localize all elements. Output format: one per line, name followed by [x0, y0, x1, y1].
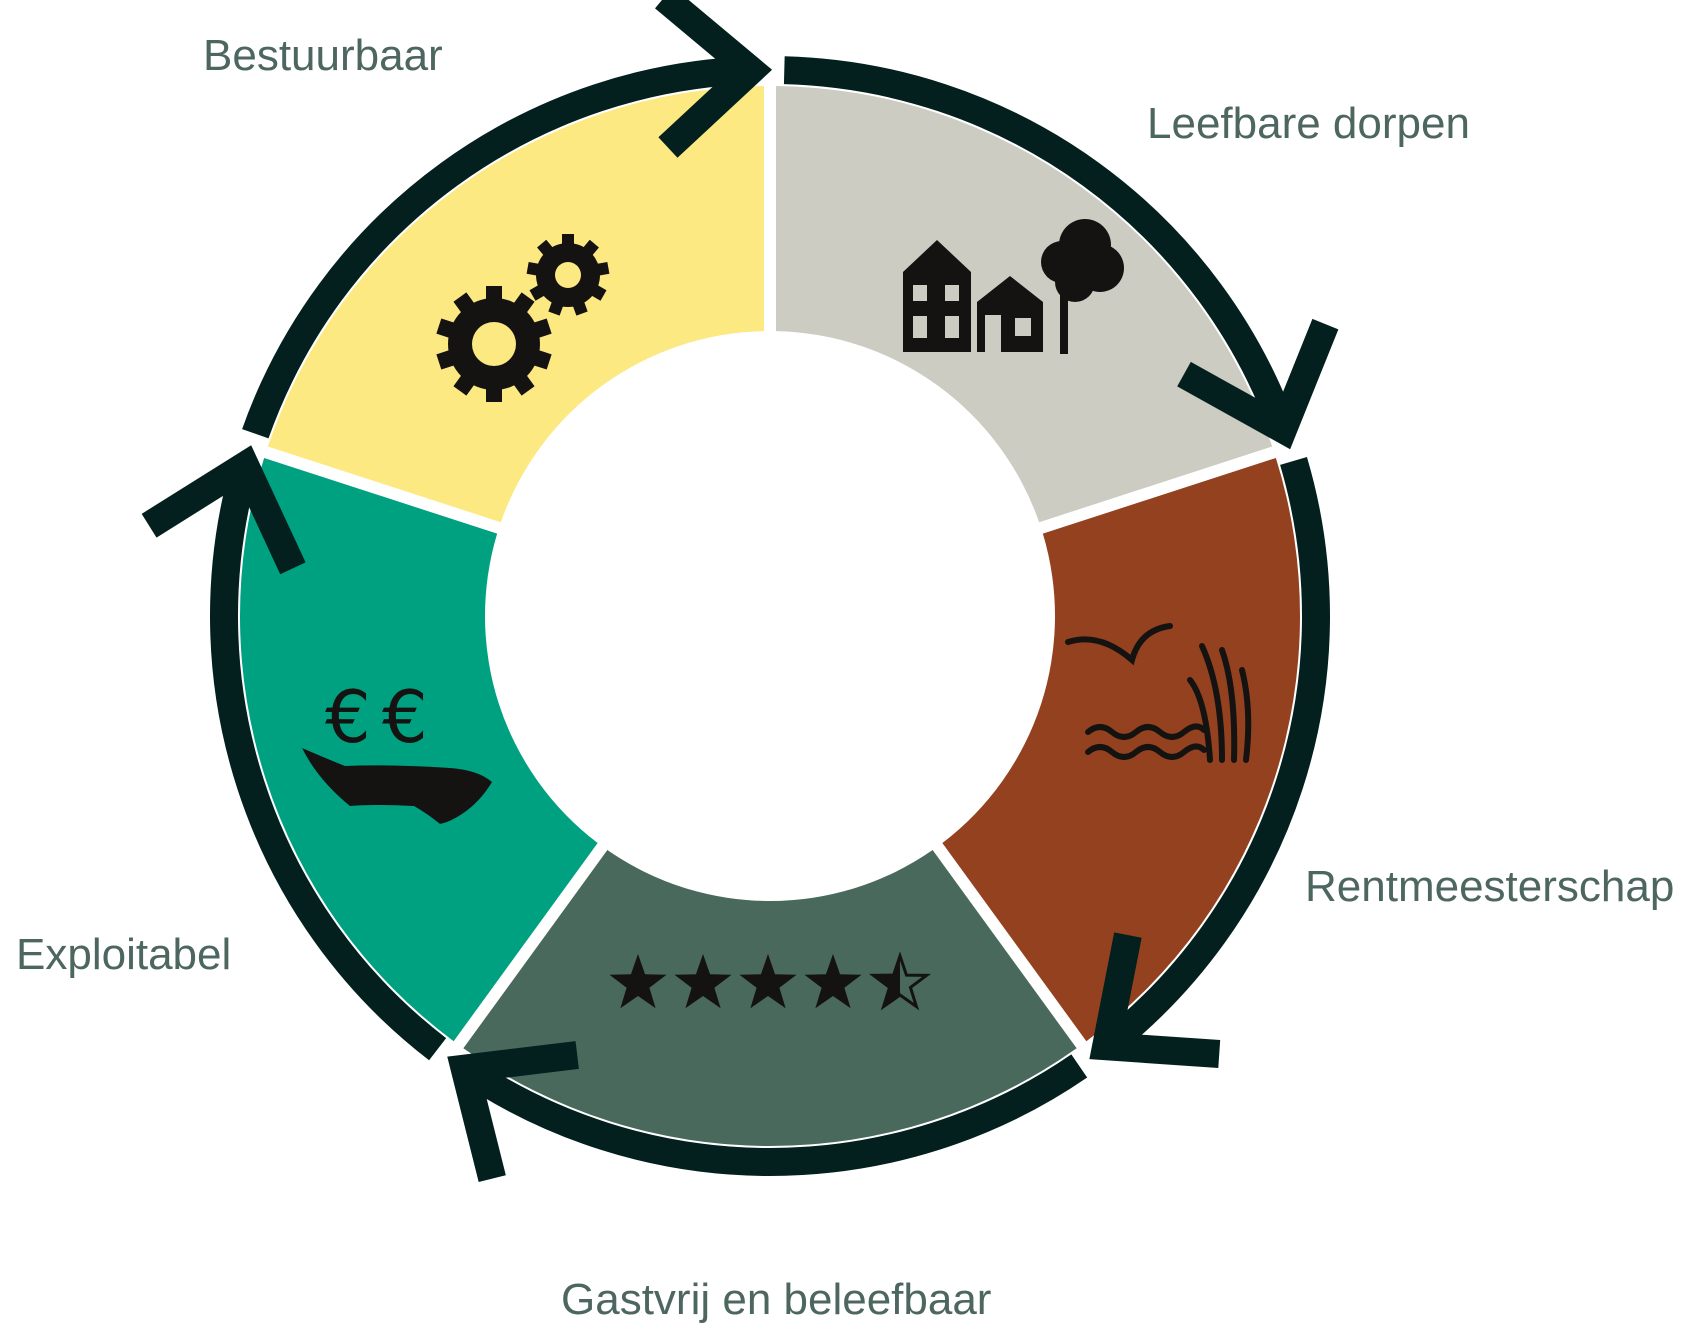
label-bestuurbaar: Bestuurbaar [203, 31, 443, 80]
segment-gastvrij [463, 850, 1077, 1147]
label-leefbare-dorpen: Leefbare dorpen [1147, 99, 1470, 148]
hand-with-euros-icon: € € [302, 675, 492, 824]
cycle-arrow-2 [1089, 456, 1330, 1068]
label-exploitabel: Exploitabel [16, 930, 232, 979]
nature-bird-water-reeds-icon [1065, 623, 1252, 763]
cycle-arrow-1 [783, 56, 1339, 450]
label-gastvrij-en-beleefbaar: Gastvrij en beleefbaar [561, 1275, 992, 1324]
houses-and-tree-icon [903, 219, 1124, 354]
cycle-arrow-3 [447, 1041, 1088, 1183]
segment-exploitabel [240, 457, 598, 1042]
gears-icon [436, 234, 610, 402]
four-and-a-half-stars-icon [609, 951, 932, 1011]
cycle-arrow-5 [242, 0, 773, 439]
segment-rentmeesterschap [942, 457, 1300, 1042]
svg-text:€: € [325, 675, 371, 759]
cycle-arrow-4 [141, 445, 447, 1061]
label-rentmeesterschap: Rentmeesterschap [1305, 862, 1675, 911]
svg-text:€: € [382, 675, 428, 759]
